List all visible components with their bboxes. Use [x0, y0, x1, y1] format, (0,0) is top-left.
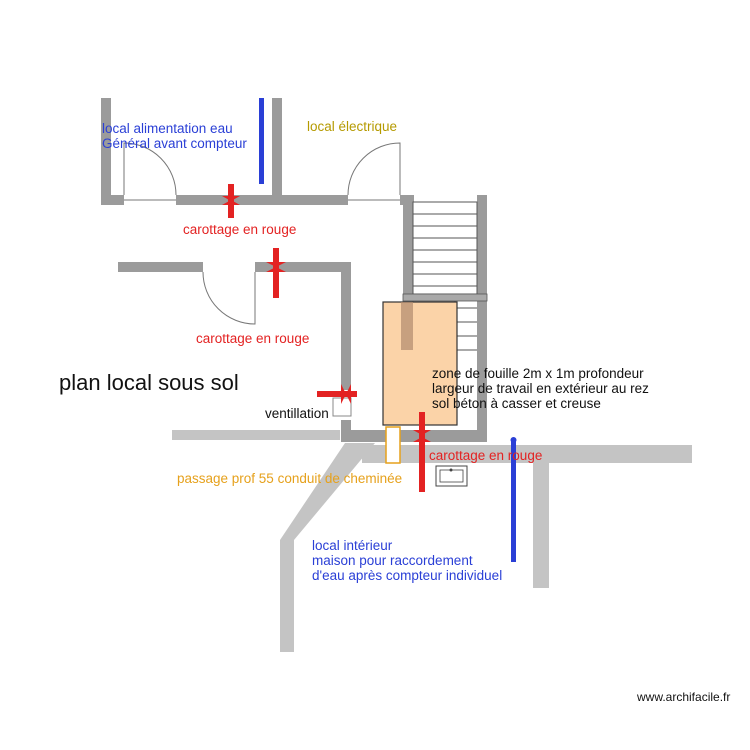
- watermark: www.archifacile.fr: [637, 690, 731, 704]
- label-ventilation: ventillation: [265, 406, 329, 421]
- water-pipe-upper: [259, 98, 264, 184]
- door-swing-right: [347, 142, 401, 201]
- label-excavation-1: zone de fouille 2m x 1m profondeur: [432, 366, 644, 381]
- label-coring-3: carottage en rouge: [429, 448, 543, 463]
- label-interior-2: maison pour raccordement: [312, 553, 473, 568]
- door-swing-left: [123, 142, 177, 201]
- upper-rooms-walls: [101, 98, 487, 442]
- coring-mark-3: [317, 384, 357, 404]
- coring-mark-2: [266, 248, 286, 298]
- door-swing-middle: [202, 271, 256, 325]
- label-interior-3: d'eau après compteur individuel: [312, 568, 503, 583]
- coring-mark-1: [222, 184, 240, 218]
- water-pipe-lower: [510, 437, 517, 562]
- label-excavation-3: sol béton à casser et creuse: [432, 396, 601, 411]
- excavation-shadow: [401, 302, 413, 350]
- exterior-walls-light: [172, 430, 692, 652]
- coring-mark-4: [413, 412, 431, 492]
- plan-title: plan local sous sol: [59, 370, 239, 395]
- label-excavation-2: largeur de travail en extérieur au rez: [432, 381, 649, 396]
- sink-icon: [435, 465, 468, 487]
- label-water-supply-2: Général avant compteur: [102, 136, 247, 151]
- label-interior-1: local intérieur: [312, 538, 393, 553]
- label-coring-1: carottage en rouge: [183, 222, 297, 237]
- label-chimney-passage: passage prof 55 conduit de cheminée: [177, 471, 403, 486]
- door-opening-middle: [203, 262, 255, 272]
- label-electrical-room: local électrique: [307, 119, 398, 134]
- chimney-passage: [385, 426, 401, 464]
- label-coring-2: carottage en rouge: [196, 331, 310, 346]
- label-water-supply: local alimentation eau: [102, 121, 233, 136]
